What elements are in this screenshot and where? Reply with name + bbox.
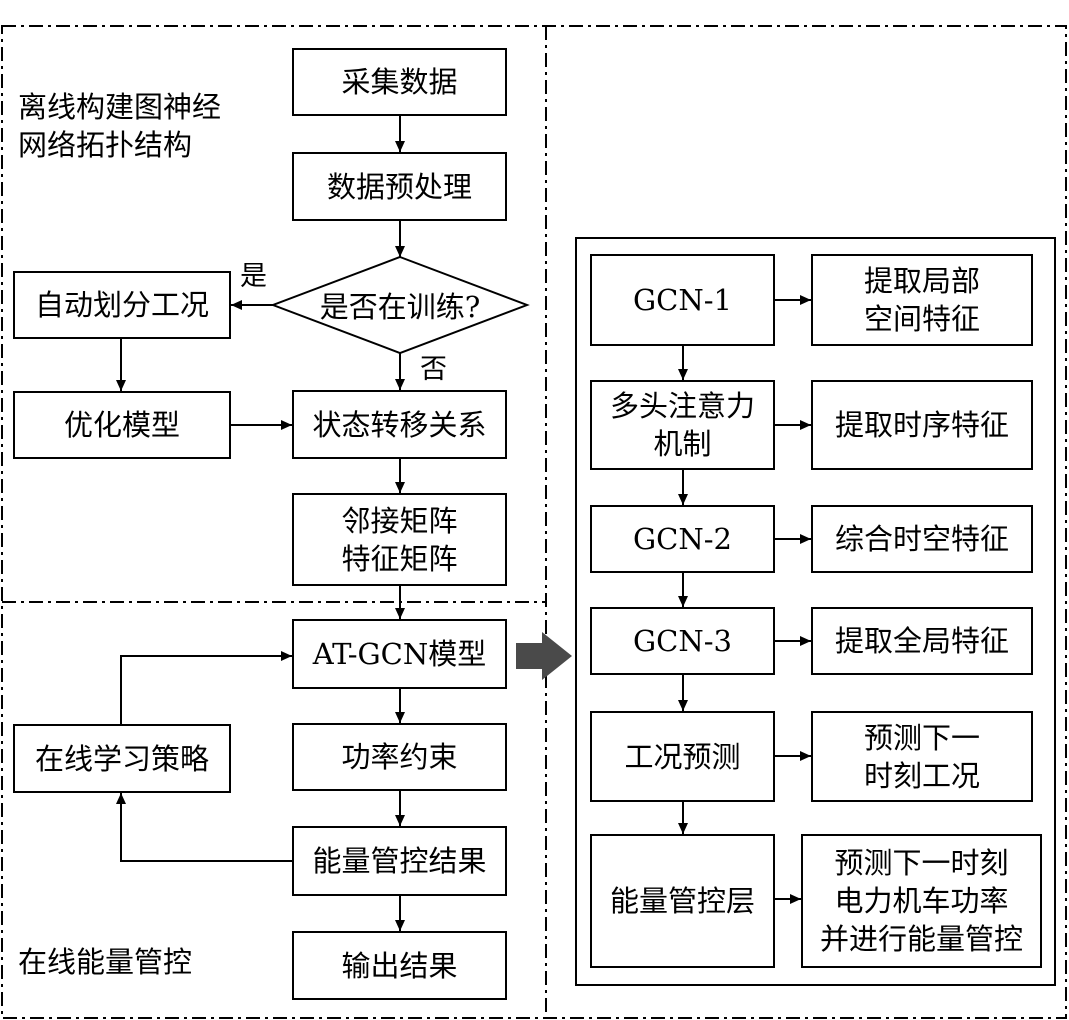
no-label: 否: [420, 354, 447, 385]
prediction-output-box: 预测下一 时刻工况: [811, 711, 1033, 802]
preprocess-box: 数据预处理: [292, 152, 507, 221]
control-layer-box: 能量管控层: [590, 834, 775, 968]
collect-data-box: 采集数据: [292, 48, 507, 116]
gcn2-output-box: 综合时空特征: [811, 505, 1033, 573]
gcn2-box: GCN-2: [590, 505, 775, 573]
gcn1-box: GCN-1: [590, 254, 775, 346]
matrices-box: 邻接矩阵 特征矩阵: [292, 493, 507, 586]
offline-section-title: 离线构建图神经 网络拓扑结构: [18, 90, 222, 162]
gcn3-output-box: 提取全局特征: [811, 607, 1033, 675]
attention-output-box: 提取时序特征: [811, 380, 1033, 470]
control-result-box: 能量管控结果: [292, 826, 507, 896]
gcn1-output-box: 提取局部 空间特征: [811, 254, 1033, 346]
auto-divide-box: 自动划分工况: [13, 271, 231, 339]
power-constraint-box: 功率约束: [292, 723, 507, 791]
outer-frame: [1, 25, 1067, 1019]
attention-box: 多头注意力 机制: [590, 380, 775, 470]
state-transfer-box: 状态转移关系: [292, 390, 507, 459]
arrow-learning-to-atgcn: [120, 651, 292, 724]
fat-arrow-to-right-panel: [516, 632, 572, 680]
decision-text: 是否在训练?: [319, 290, 481, 324]
yes-label: 是: [240, 261, 267, 292]
prediction-box: 工况预测: [590, 711, 775, 802]
output-result-box: 输出结果: [292, 931, 507, 1000]
atgcn-model-box: AT-GCN模型: [292, 619, 507, 689]
optimize-model-box: 优化模型: [13, 391, 231, 459]
control-output-box: 预测下一时刻 电力机车功率 并进行能量管控: [801, 834, 1042, 968]
arrow-result-to-learning: [116, 793, 292, 862]
right-panel-frame: [575, 237, 1056, 986]
online-section-title: 在线能量管控: [18, 945, 193, 979]
gcn3-box: GCN-3: [590, 607, 775, 675]
online-learning-box: 在线学习策略: [13, 724, 231, 793]
